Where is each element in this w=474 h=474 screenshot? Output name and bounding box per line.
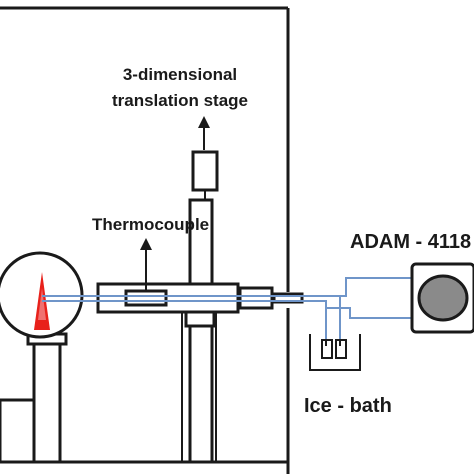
thermocouple-label: Thermocouple [92,215,209,234]
stage-arrow [198,116,210,150]
adam-label: ADAM - 4118 [350,231,471,253]
stage-label-line2: translation stage [112,91,248,110]
adam-4118-module [410,262,474,334]
stage-label-line1: 3-dimensional [123,65,237,84]
probe-holder [96,282,304,314]
thermocouple-wires [42,277,420,346]
burner [0,332,68,464]
ice-bath [309,334,361,371]
thermocouple-arrow [140,238,152,290]
ice-bath-label: Ice - bath [304,395,392,417]
translation-stage [181,150,219,464]
